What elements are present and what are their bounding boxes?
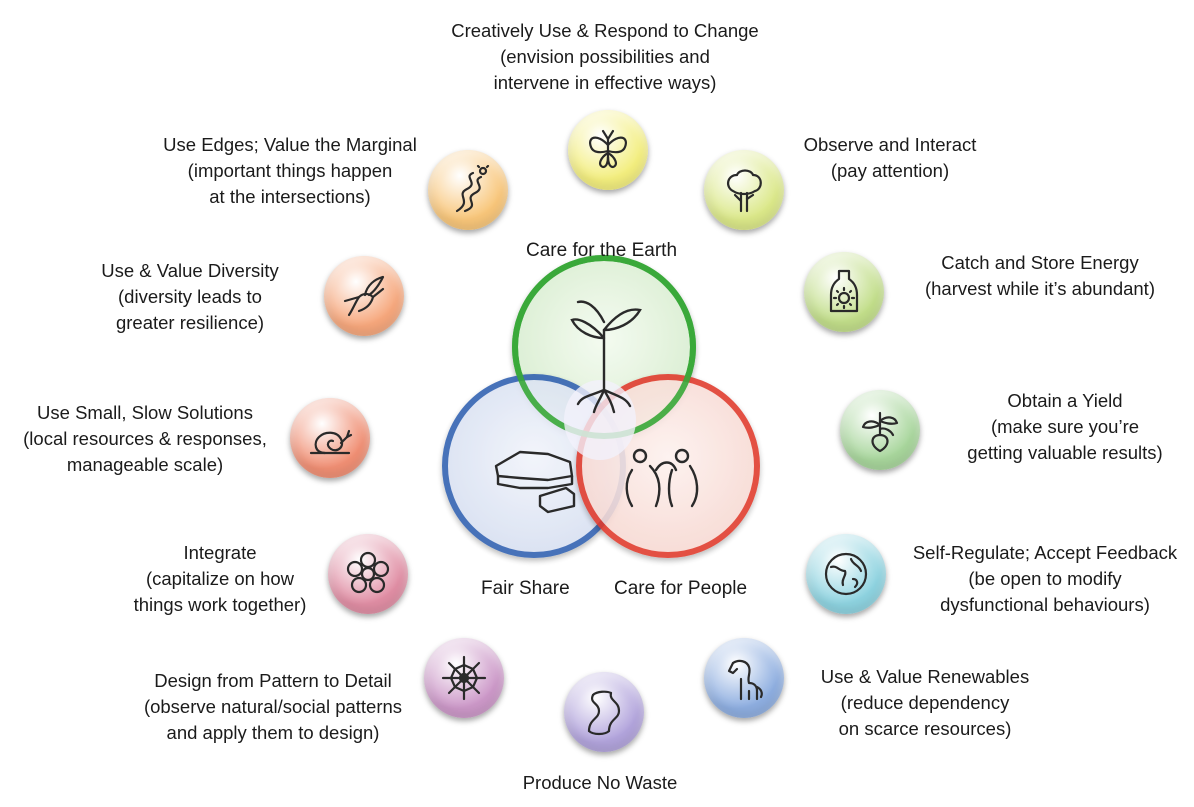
ethic-label-earth: Care for the Earth <box>526 240 678 261</box>
butterfly-icon <box>589 129 627 169</box>
badge-yield <box>840 390 920 470</box>
principle-title: Use & Value Diversity <box>101 260 279 281</box>
principle-label-diversity: Use & Value Diversity (diversity leads t… <box>70 258 310 336</box>
principle-title: Catch and Store Energy <box>941 252 1139 273</box>
river-icon <box>455 165 490 213</box>
principle-sub: (pay attention) <box>830 160 950 181</box>
principle-label-change: Creatively Use & Respond to Change (envi… <box>430 18 780 96</box>
principle-label-waste: Produce No Waste <box>490 770 710 796</box>
badge-diversity <box>324 256 404 336</box>
globe-icon <box>824 552 868 596</box>
radish-icon <box>861 411 899 453</box>
principle-sub: (capitalize on how <box>145 568 295 589</box>
principle-sub: (important things happen <box>187 160 393 181</box>
badge-waste <box>564 672 644 752</box>
principle-label-energy: Catch and Store Energy (harvest while it… <box>900 250 1180 302</box>
principle-sub: and apply them to design) <box>166 722 380 743</box>
principle-sub: (local resources & responses, <box>23 428 267 449</box>
principle-sub: getting valuable results) <box>967 442 1163 463</box>
horse-icon <box>727 659 763 701</box>
principle-label-integrate: Integrate (capitalize on how things work… <box>110 540 330 618</box>
principle-sub: (diversity leads to <box>118 286 262 307</box>
bread-slices-icon <box>494 450 576 514</box>
badge-edges <box>428 150 508 230</box>
principle-sub: (reduce dependency <box>840 692 1010 713</box>
principle-title: Produce No Waste <box>522 772 678 793</box>
principle-title: Obtain a Yield <box>1007 390 1123 411</box>
badge-pattern <box>424 638 504 718</box>
flower-icon <box>346 551 390 594</box>
principle-label-pattern: Design from Pattern to Detail (observe n… <box>118 668 428 746</box>
badge-change <box>568 110 648 190</box>
principle-title: Use Small, Slow Solutions <box>37 402 253 423</box>
principle-title: Creatively Use & Respond to Change <box>451 20 759 41</box>
principle-sub: (be open to modify <box>968 568 1122 589</box>
tree-roots-icon <box>570 300 642 414</box>
principle-sub: on scarce resources) <box>838 718 1012 739</box>
principle-sub: (observe natural/social patterns <box>143 696 403 717</box>
principle-sub: at the intersections) <box>209 186 371 207</box>
worm-icon <box>587 690 621 736</box>
badge-renewables <box>704 638 784 718</box>
tree-icon <box>727 169 762 213</box>
principle-label-feedback: Self-Regulate; Accept Feedback (be open … <box>900 540 1190 618</box>
principle-sub: greater resilience) <box>115 312 265 333</box>
principle-title: Self-Regulate; Accept Feedback <box>912 542 1178 563</box>
badge-integrate <box>328 534 408 614</box>
principle-title: Integrate <box>183 542 257 563</box>
principle-title: Use & Value Renewables <box>820 666 1030 687</box>
people-figures-icon <box>625 448 699 508</box>
principle-title: Use Edges; Value the Marginal <box>163 134 417 155</box>
badge-feedback <box>806 534 886 614</box>
principle-sub: (make sure you’re <box>990 416 1140 437</box>
principle-sub: manageable scale) <box>66 454 224 475</box>
snail-icon <box>309 429 353 455</box>
principle-title: Design from Pattern to Detail <box>154 670 392 691</box>
principle-label-edges: Use Edges; Value the Marginal (important… <box>145 132 435 210</box>
principle-sub: things work together) <box>133 594 307 615</box>
hummingbird-icon <box>343 275 385 317</box>
badge-small-slow <box>290 398 370 478</box>
principle-sub: (envision possibilities and <box>500 46 710 67</box>
principle-label-renewables: Use & Value Renewables (reduce dependenc… <box>805 664 1045 742</box>
badge-energy <box>804 252 884 332</box>
principle-label-yield: Obtain a Yield (make sure you’re getting… <box>945 388 1185 466</box>
principle-sub: dysfunctional behaviours) <box>940 594 1150 615</box>
principle-title: Observe and Interact <box>803 134 977 155</box>
sun-jar-icon <box>829 269 859 313</box>
ethic-label-fair-share: Fair Share <box>481 578 570 599</box>
spiderweb-icon <box>441 655 487 701</box>
principle-label-small-slow: Use Small, Slow Solutions (local resourc… <box>0 400 290 478</box>
badge-observe <box>704 150 784 230</box>
principle-sub: (harvest while it’s abundant) <box>924 278 1155 299</box>
principle-sub: intervene in effective ways) <box>493 72 717 93</box>
ethic-label-people: Care for People <box>614 578 748 599</box>
principle-label-observe: Observe and Interact (pay attention) <box>780 132 1000 184</box>
